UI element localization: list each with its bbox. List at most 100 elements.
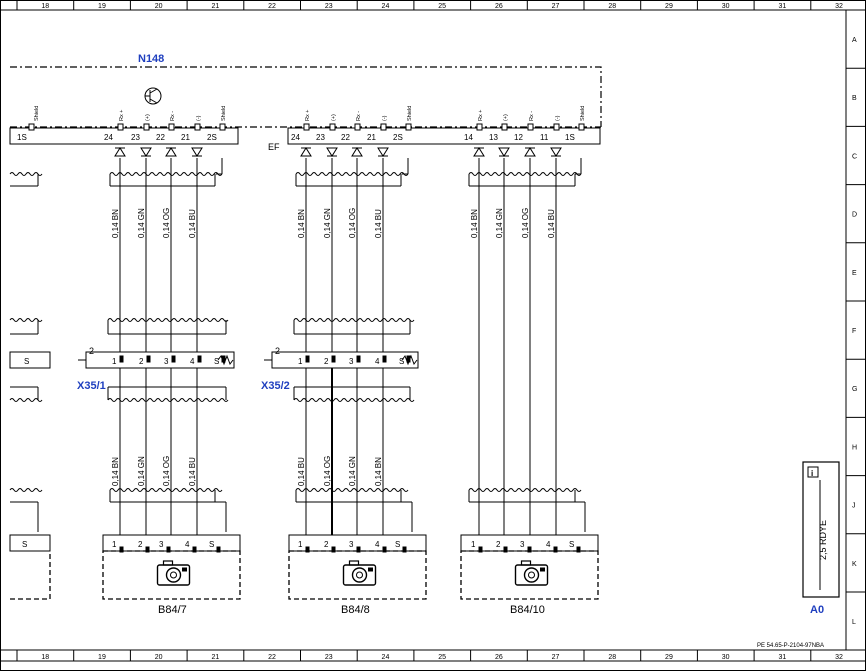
row-letter: K [852,561,857,568]
document-number: PE 54.65-P-2104-97NBA [757,643,824,649]
camera-pin: S [395,540,400,549]
module-pin-signal: (+) [331,114,337,121]
col-number: 32 [835,654,843,661]
camera-pin: 2 [138,540,143,549]
camera-name: B84/10 [510,604,545,616]
module-pin-number: 21 [181,133,190,142]
camera-terminal [478,546,483,553]
col-number: 25 [438,3,446,10]
connector-pin: 4 [190,357,195,366]
connector-terminal [197,355,202,363]
module-pin-number: 1S [17,133,27,142]
receive-triangle-icon [165,147,177,157]
wire-color-label: 0,14 GN [495,208,504,238]
pin-strip-right [287,127,601,145]
receive-triangle-icon [300,147,312,157]
col-number: 30 [722,3,730,10]
pin-terminal [143,123,150,131]
connector-terminal [171,355,176,363]
col-number: 30 [722,654,730,661]
transmit-triangle-icon [377,147,389,157]
col-number: 23 [325,654,333,661]
pin-terminal [168,123,175,131]
info-icon: i [811,469,813,478]
camera-icon [165,567,182,583]
camera-terminal [166,546,171,553]
module-pin-signal: Shield [580,106,586,121]
shield-braid [9,172,43,176]
module-pin-signal: Rx - [170,111,176,121]
transmit-triangle-icon [498,147,510,157]
connector-terminal [146,355,151,363]
col-number: 26 [495,3,503,10]
pin-terminal [117,123,124,131]
module-pin-number: 12 [514,133,523,142]
camera-icon [351,567,368,583]
row-letter: D [852,212,857,219]
shield-braid [468,488,582,492]
col-number: 27 [552,654,560,661]
transmit-triangle-icon [550,147,562,157]
connector-shield [9,398,43,402]
col-number: 29 [665,3,673,10]
camera-icon [356,571,363,579]
connector-count: 2 [89,346,94,356]
module-pin-signal: Rx + [478,110,484,121]
col-number: 22 [268,3,276,10]
module-pin-number: 14 [464,133,473,142]
module-pin-signal: Rx - [529,111,535,121]
col-number: 23 [325,3,333,10]
wire-color-label: 0,14 BN [470,209,479,238]
row-letter: J [852,503,856,510]
transistor-icon [149,88,158,94]
module-pin-signal: Rx - [356,111,362,121]
connector-pin: S [24,357,29,366]
connector-pin: S [214,357,219,366]
wire-color-label: 0,14 BN [111,457,120,486]
shield-braid [109,488,223,492]
connector-pin: 2 [139,357,144,366]
col-number: 26 [495,654,503,661]
connector-shield [107,318,229,322]
camera-pin: 2 [496,540,501,549]
wire-color-label: 0,14 BU [374,209,383,238]
connector-pin: 3 [349,357,354,366]
module-pin-signal: Shield [407,106,413,121]
col-number: 18 [41,654,49,661]
connector-pin: S [399,357,404,366]
camera-terminal [527,546,532,553]
camera-icon [342,564,377,586]
camera-terminal [503,546,508,553]
col-number: 19 [98,654,106,661]
wire-color-label: 0,14 GN [348,456,357,486]
module-pin-number: 2S [207,133,217,142]
camera-pin: 1 [112,540,117,549]
wire-color-label: 0,14 OG [348,208,357,238]
col-number: 19 [98,3,106,10]
wire-color-label: 0,14 BU [188,209,197,238]
camera-icon [182,567,187,572]
connector-terminal [331,355,336,363]
module-pin-signal: Shield [34,106,40,121]
shield-braid [295,172,409,176]
camera-terminal [216,546,221,553]
camera-pin: 4 [546,540,551,549]
camera-pin: S [209,540,214,549]
shield-braid [109,172,223,176]
receive-triangle-icon [351,147,363,157]
col-number: 31 [778,654,786,661]
wire-color-label: 0,14 BU [297,457,306,486]
camera-icon [156,564,191,586]
wire-color-label: 0,14 GN [137,208,146,238]
col-number: 31 [778,3,786,10]
connector-pin: 4 [375,357,380,366]
col-number: 25 [438,654,446,661]
pin-terminal [578,123,585,131]
module-pin-number: 21 [367,133,376,142]
module-pin-number: 22 [156,133,165,142]
col-number: 18 [41,3,49,10]
pin-terminal [405,123,412,131]
